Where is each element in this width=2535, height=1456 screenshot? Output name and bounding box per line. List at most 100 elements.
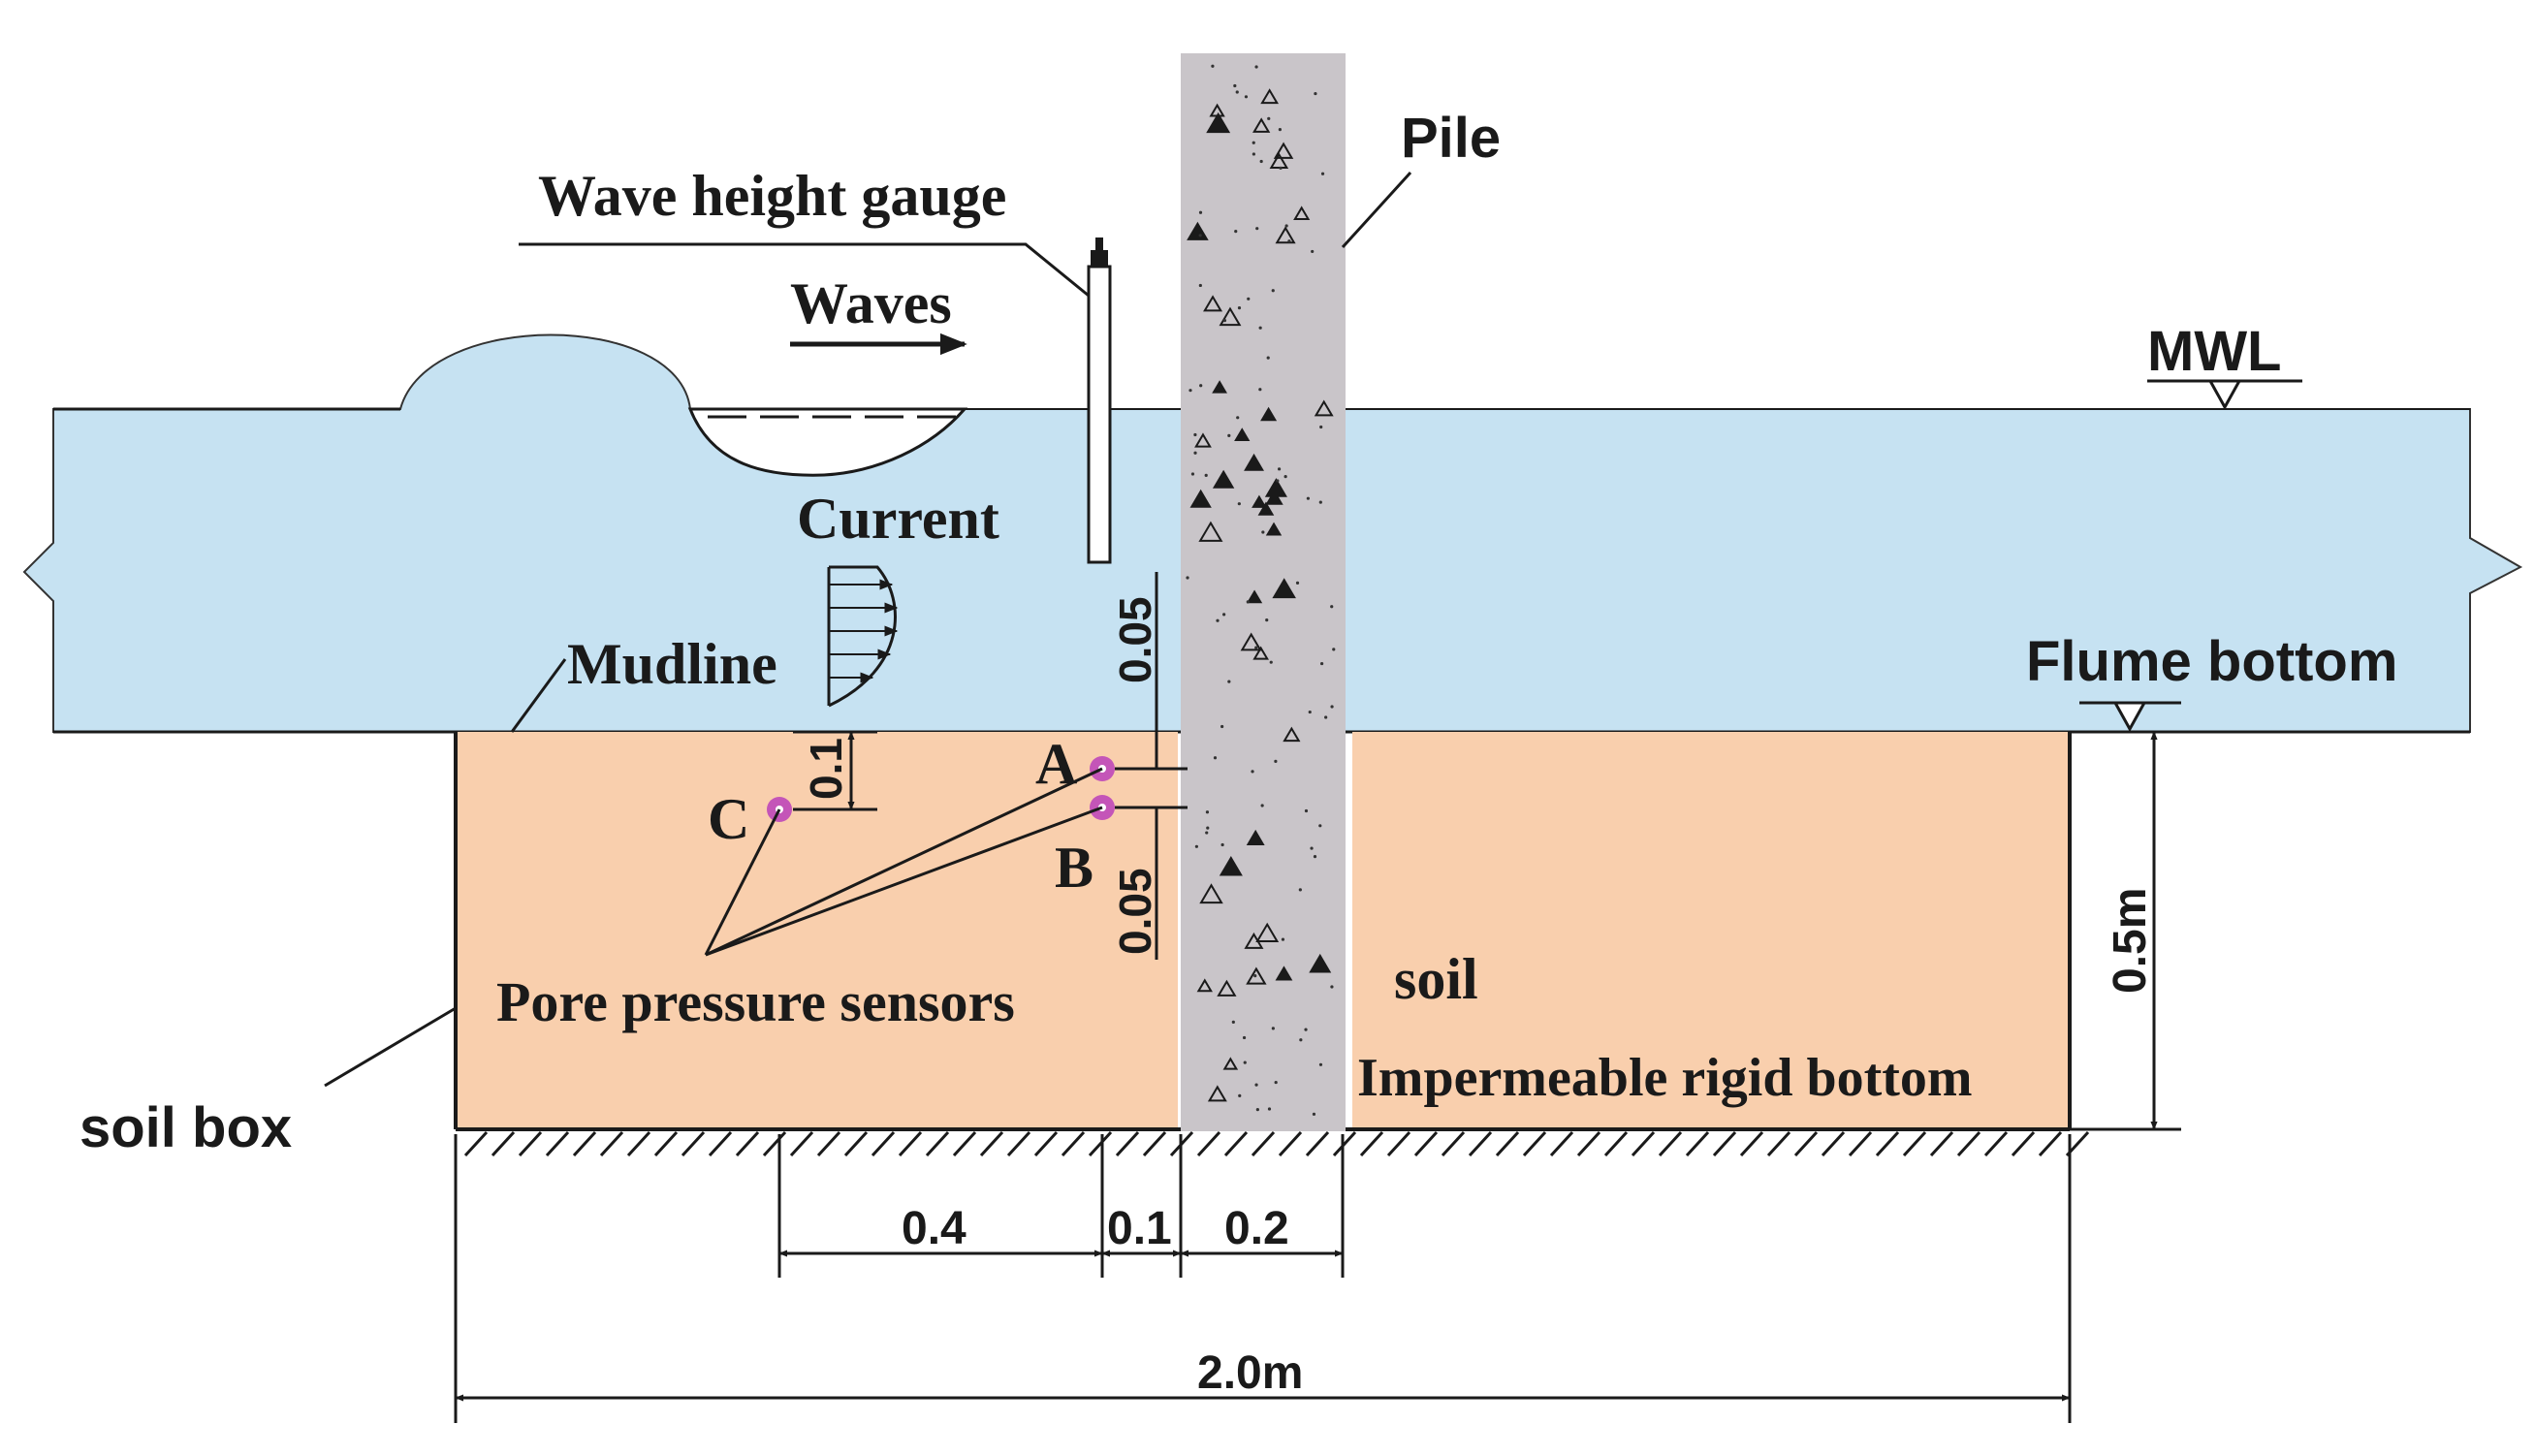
aggregate-mark [1252,117,1271,133]
aggregate-mark [1275,226,1296,244]
aggregate-mark [1246,829,1265,845]
hatch-stroke [735,1130,760,1157]
hatch-stroke [545,1130,570,1157]
aggregate-dot [1318,500,1322,504]
hatch-stroke [1821,1130,1846,1157]
aggregate-dot [1235,90,1239,94]
hatch-stroke [1875,1130,1900,1157]
aggregate-dot [1243,1060,1247,1064]
aggregate-mark [1206,111,1231,134]
sensor-b-leader [705,806,1103,957]
aggregate-dot [1220,842,1224,847]
sensor-c-leader [704,808,781,956]
sensor-a-leader [705,767,1103,957]
aggregate-mark [1257,501,1275,516]
aggregate-dot [1298,888,1302,892]
aggregate-mark [1309,953,1332,973]
hatch-stroke [708,1130,733,1157]
aggregate-dot [1312,1112,1316,1116]
aggregate-dot [1269,660,1273,664]
pore-pressure-sensors-label: Pore pressure sensors [496,970,1015,1033]
aggregate-dot [1198,283,1202,288]
gauge-rod [1087,265,1112,564]
dimension-lines: 0.05 0.05 0.1 0.5m 0.4 0.1 0.2 2.0m [454,572,2181,1423]
aggregate-dot [1252,152,1255,156]
sensor-b-label: B [1055,836,1093,900]
aggregate-dot [1234,230,1238,234]
aggregate-dot [1186,576,1189,580]
hatch-stroke [1223,1130,1249,1157]
aggregate-dot [1287,239,1291,243]
aggregate-dot [1254,646,1258,649]
hatch-stroke [1413,1130,1439,1157]
aggregate-dot [1320,172,1325,175]
soil-box-annotation: soil box [79,1006,457,1159]
aggregate-dot [1284,224,1288,228]
aggregate-dot [1306,496,1311,500]
hatch-stroke [1658,1130,1683,1157]
aggregate-mark [1217,979,1237,997]
hatch-stroke [1848,1130,1873,1157]
hatch-stroke [1603,1130,1629,1157]
hatch-stroke [491,1130,516,1157]
aggregate-dot [1199,384,1203,388]
aggregate-mark [1246,589,1263,604]
aggregate-dot [1274,759,1278,764]
hatch-stroke [2038,1130,2063,1157]
aggregate-dot [1330,705,1334,709]
mwl-label: MWL [2147,320,2282,383]
aggregate-mark [1246,966,1267,985]
aggregate-dot [1227,433,1231,438]
aggregate-dot [1247,297,1251,301]
aggregate-dot [1330,985,1334,989]
aggregate-dot [1313,855,1317,859]
aggregate-dot [1318,824,1322,828]
hatch-stroke [599,1130,624,1157]
hatch-stroke [871,1130,896,1157]
hatch-stroke [463,1130,489,1157]
aggregate-mark [1212,469,1235,489]
aggregate-dot [1267,1107,1272,1111]
aggregate-mark [1189,489,1212,508]
aggregate-mark [1194,432,1212,448]
aggregate-mark [1187,221,1209,240]
hatch-stroke [1305,1130,1330,1157]
flume-bottom-triangle-icon [2112,701,2147,733]
aggregate-mark [1198,521,1223,542]
aggregate-dot [1278,128,1283,132]
aggregate-dot [1244,95,1249,99]
aggregate-dot [1188,389,1192,393]
aggregate-dot [1231,1020,1235,1024]
hatch-stroke [1468,1130,1493,1157]
aggregate-dot [1281,937,1285,941]
dim-0-1-horizontal-label: 0.1 [1107,1203,1172,1254]
soil-left [456,732,1178,1129]
hatch-stroke [1793,1130,1819,1157]
aggregate-dot [1261,530,1265,534]
aggregate-dot [1310,846,1314,850]
aggregate-dot [1265,618,1269,622]
aggregate-dot [1237,306,1242,310]
aggregate-dot [1222,319,1227,323]
hatch-stroke [1576,1130,1601,1157]
dim-0-2-label: 0.2 [1224,1203,1289,1254]
aggregate-mark [1260,88,1279,105]
hatch-stroke [1441,1130,1466,1157]
hatch-stroke [1088,1130,1113,1157]
hatch-stroke [572,1130,597,1157]
hatch-stroke [1495,1130,1520,1157]
aggregate-dot [1332,648,1336,651]
aggregate-mark [1255,922,1280,943]
aggregate-mark [1314,399,1334,417]
hatch-stroke [681,1130,706,1157]
aggregate-dot [1276,479,1280,483]
aggregate-dot [1251,770,1254,774]
hatch-stroke [816,1130,841,1157]
aggregate-mark [1240,632,1262,651]
aggregate-mark [1203,295,1223,312]
hatch-stroke [653,1130,679,1157]
dim-0-05-upper-label: 0.05 [1110,596,1160,683]
aggregate-mark [1269,152,1289,170]
aggregate-dot [1252,141,1255,144]
mudline-annotation: Mudline [510,632,777,733]
